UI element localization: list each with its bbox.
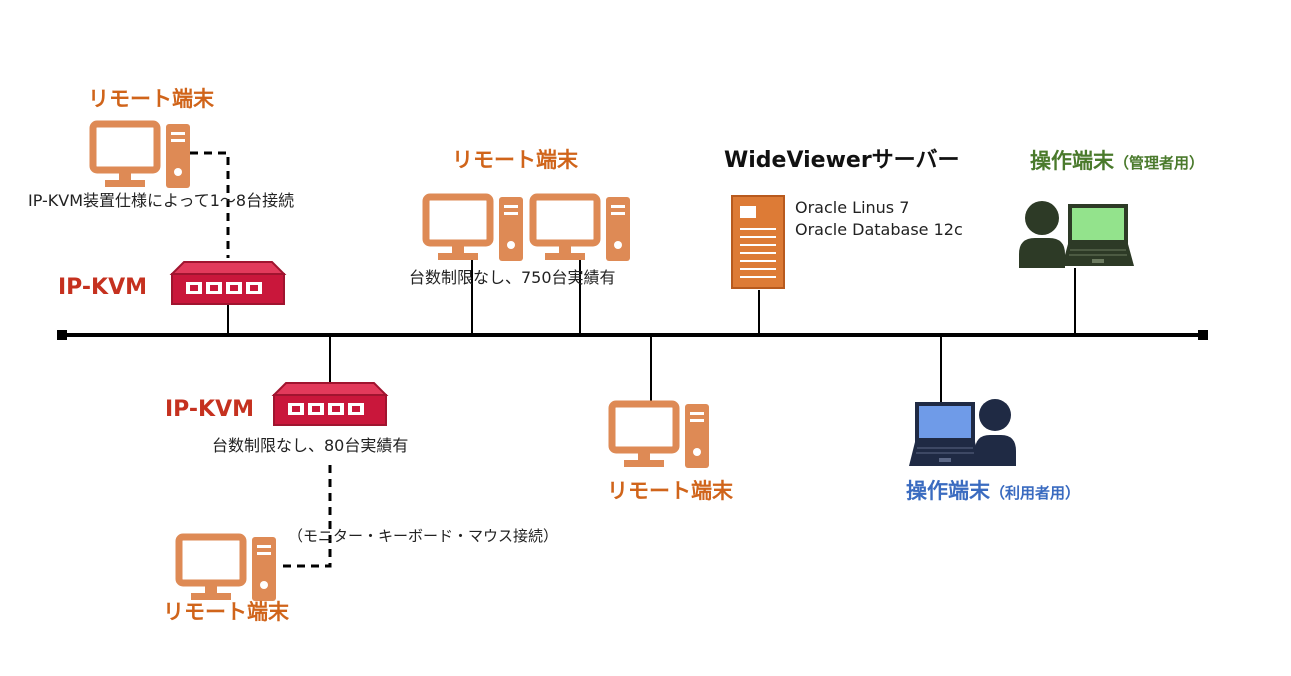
remote-terminal-label: リモート端末 <box>452 148 578 172</box>
server-db: Oracle Database 12c <box>795 220 963 239</box>
laptop-icon <box>909 402 981 466</box>
server-title: WideViewerサーバー <box>724 148 960 173</box>
kvm-connection-bottom <box>278 465 332 568</box>
server-os: Oracle Linus 7 <box>795 198 910 217</box>
laptop-icon <box>1062 204 1134 266</box>
person-icon <box>975 399 1016 466</box>
ipkvm-bottom-note: 台数制限なし、80台実績有 <box>212 436 409 455</box>
bus-end-right <box>1198 330 1208 340</box>
bus-end-left <box>57 330 67 340</box>
admin-terminal-suffix: （管理者用） <box>1114 154 1205 172</box>
desktop-pc-icon <box>426 197 523 261</box>
network-switch-icon <box>273 382 387 426</box>
remote-terminal-label: リモート端末 <box>163 600 289 624</box>
ip-kvm-label: IP-KVM <box>165 397 255 422</box>
desktop-pc-icon <box>93 124 190 188</box>
admin-terminal-text: 操作端末 <box>1030 149 1114 173</box>
remote-group-note: 台数制限なし、750台実績有 <box>409 268 616 287</box>
ipkvm-connection-note: IP-KVM装置仕様によって1〜8台接続 <box>28 191 295 210</box>
user-terminal-suffix: （利用者用） <box>990 484 1081 502</box>
kvm-connection-note: （モニター・キーボード・マウス接続） <box>288 527 559 545</box>
user-terminal-label: 操作端末（利用者用） <box>906 481 1080 502</box>
desktop-pc-icon <box>612 404 709 468</box>
network-switch-icon <box>171 261 285 305</box>
desktop-pc-icon <box>179 537 276 601</box>
admin-terminal-label: 操作端末（管理者用） <box>1030 151 1204 172</box>
person-icon <box>1019 201 1065 268</box>
ip-kvm-label: IP-KVM <box>58 275 148 300</box>
remote-terminal-label: リモート端末 <box>88 87 214 111</box>
remote-terminal-label: リモート端末 <box>607 479 733 503</box>
user-terminal-text: 操作端末 <box>906 479 990 503</box>
server-tower-icon <box>731 195 785 289</box>
desktop-pc-icon <box>533 197 630 261</box>
